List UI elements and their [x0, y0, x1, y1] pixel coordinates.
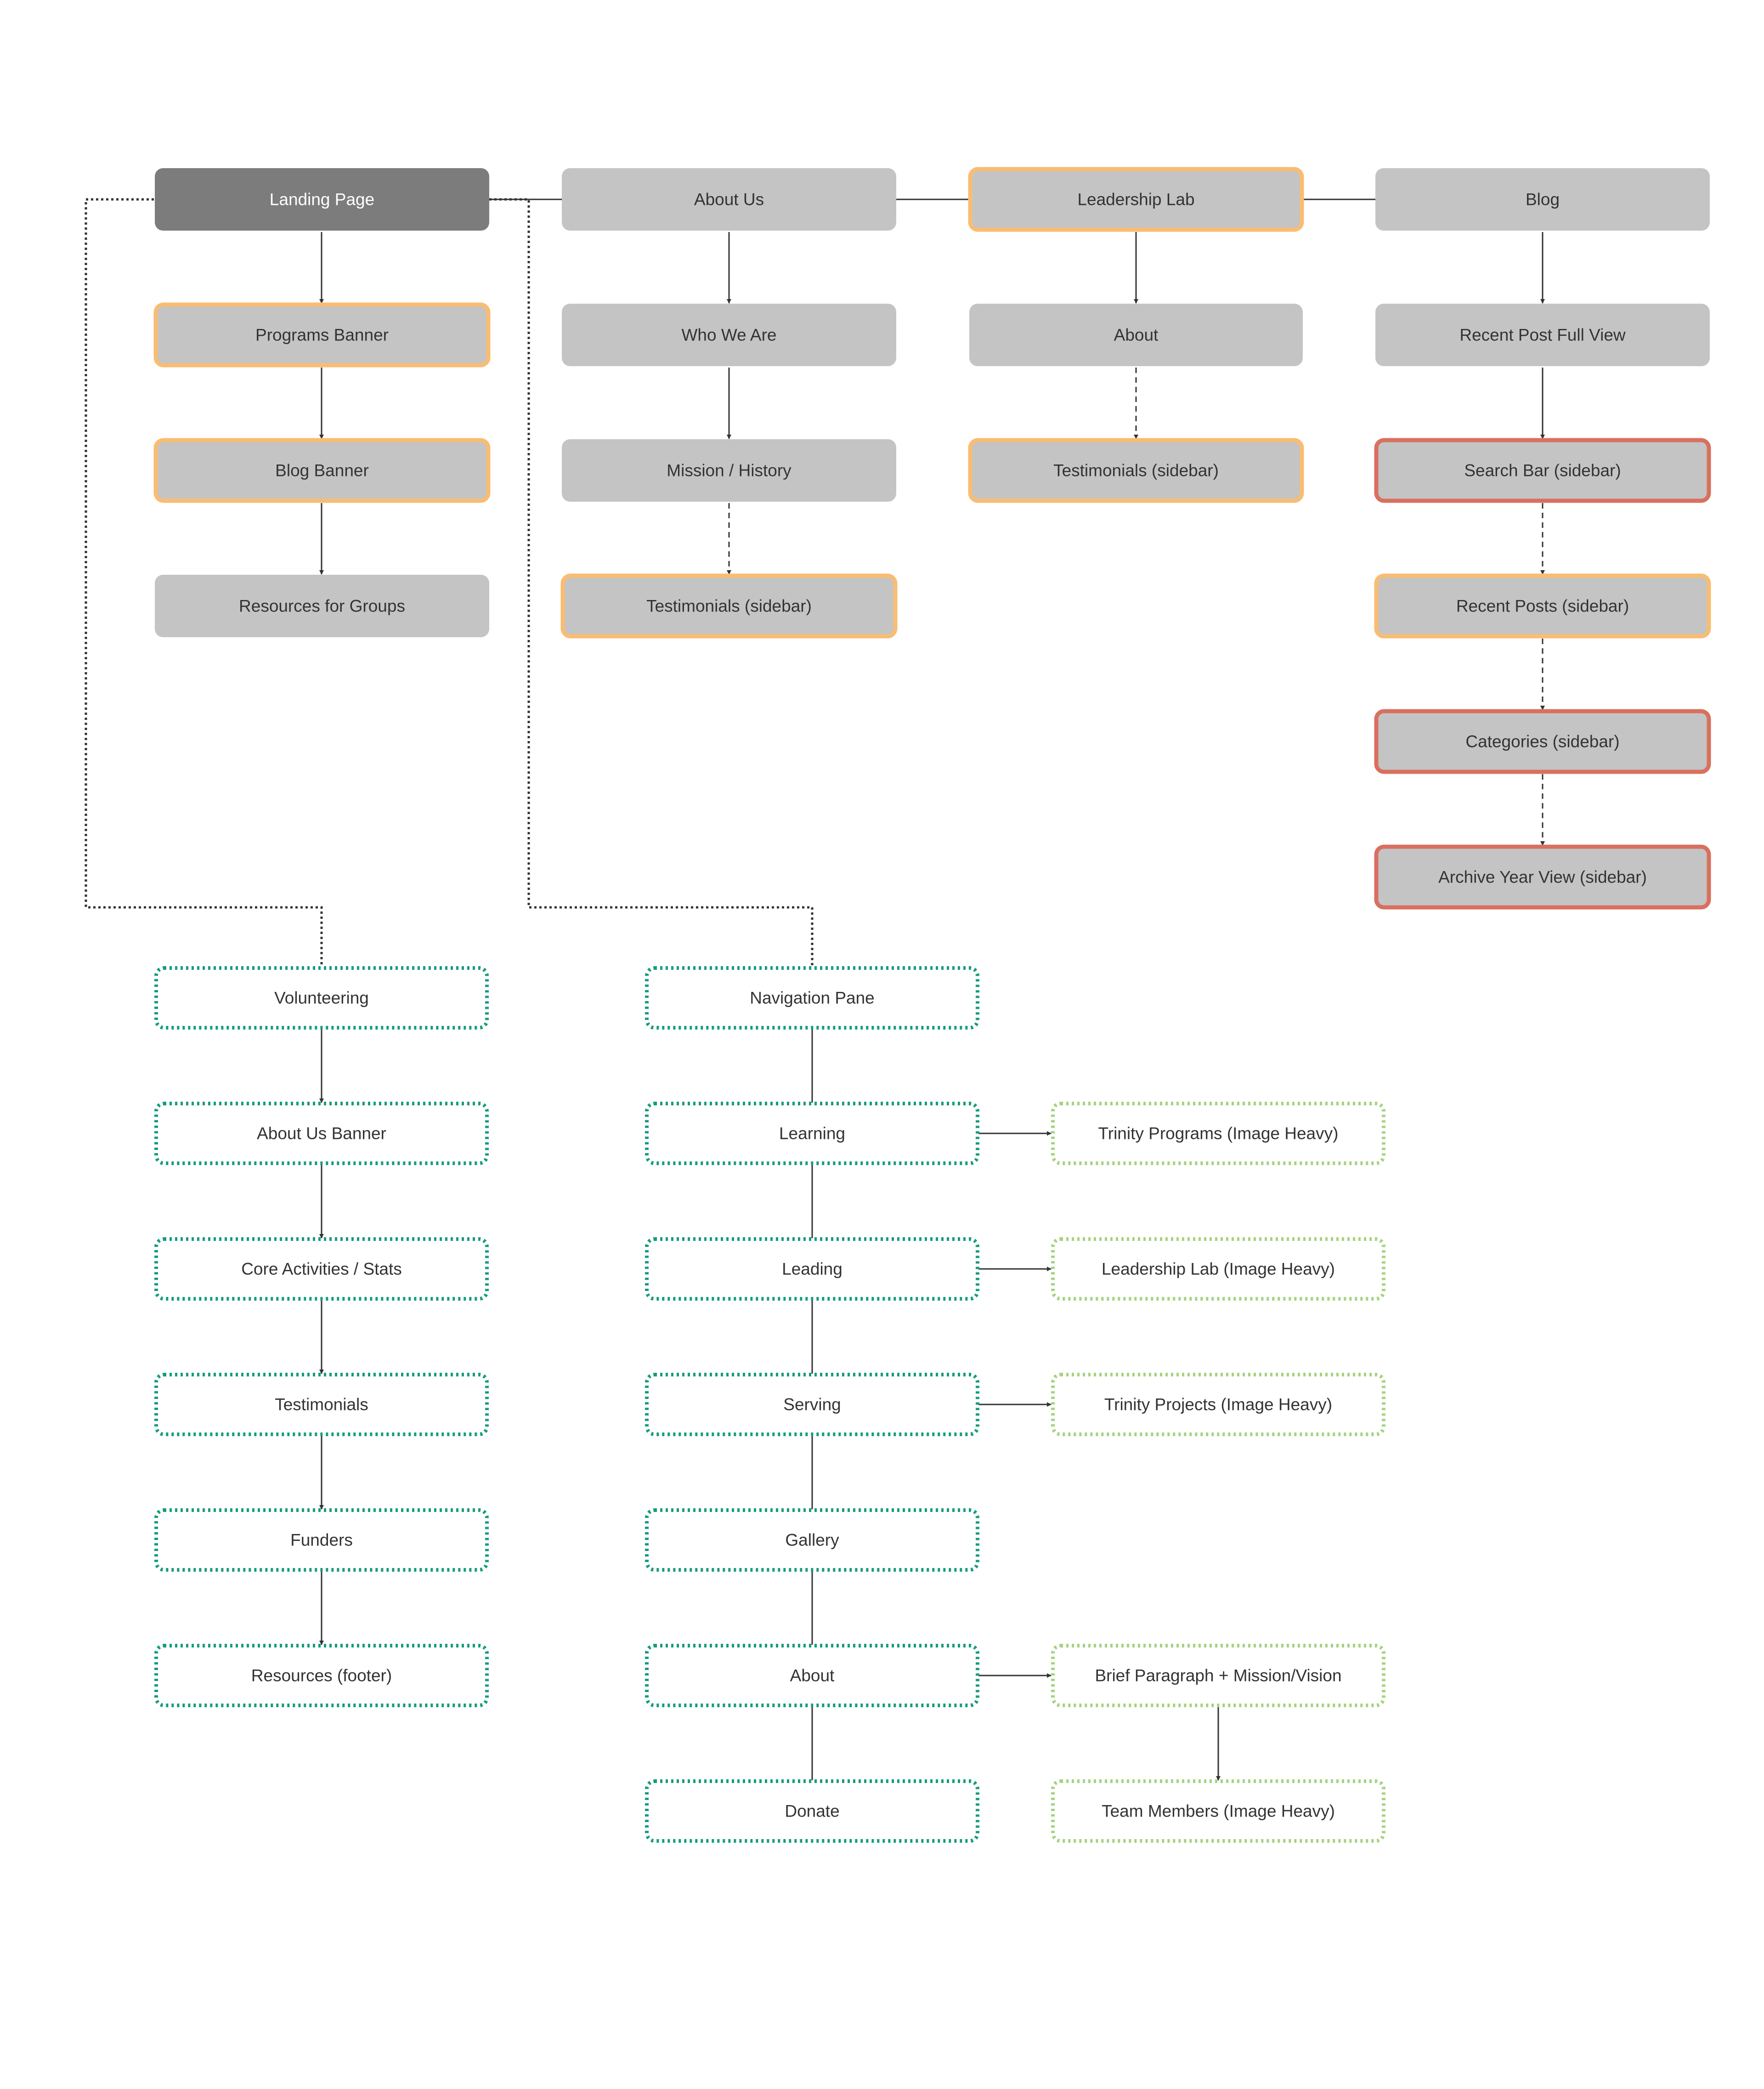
node-blog-label: Blog	[1526, 190, 1560, 209]
node-archive-year-view-sidebar-label: Archive Year View (sidebar)	[1438, 868, 1647, 887]
node-about-us-banner-label: About Us Banner	[257, 1124, 386, 1143]
node-donate: Donate	[645, 1779, 979, 1843]
dotted-route-volunteering	[85, 198, 323, 967]
node-serving: Serving	[645, 1373, 979, 1436]
node-search-bar-sidebar: Search Bar (sidebar)	[1374, 438, 1711, 503]
node-leadership-lab-image-heavy-label: Leadership Lab (Image Heavy)	[1102, 1260, 1335, 1279]
node-recent-post-full-view-label: Recent Post Full View	[1459, 326, 1626, 345]
node-resources-footer-label: Resources (footer)	[251, 1666, 392, 1685]
node-categories-sidebar: Categories (sidebar)	[1374, 709, 1711, 774]
node-learning: Learning	[645, 1102, 979, 1165]
node-blog-banner-label: Blog Banner	[275, 461, 369, 480]
node-funders-label: Funders	[290, 1531, 353, 1550]
node-team-members: Team Members (Image Heavy)	[1051, 1779, 1385, 1843]
node-leading: Leading	[645, 1237, 979, 1301]
node-about-us-testimonials-label: Testimonials (sidebar)	[646, 597, 812, 616]
node-testimonials-label: Testimonials	[275, 1395, 368, 1414]
node-who-we-are-label: Who We Are	[681, 326, 776, 345]
node-leadership-lab: Leadership Lab	[968, 167, 1304, 232]
node-leadership-testimonials-label: Testimonials (sidebar)	[1053, 461, 1219, 480]
node-nav-about-label: About	[790, 1666, 835, 1685]
node-resources-for-groups-label: Resources for Groups	[239, 597, 405, 616]
node-brief-paragraph: Brief Paragraph + Mission/Vision	[1051, 1644, 1385, 1707]
node-trinity-projects: Trinity Projects (Image Heavy)	[1051, 1373, 1385, 1436]
node-gallery-label: Gallery	[785, 1531, 839, 1550]
dotted-route-navigation	[489, 198, 814, 967]
node-about-us-testimonials: Testimonials (sidebar)	[560, 573, 898, 639]
node-leadership-lab-label: Leadership Lab	[1077, 190, 1194, 209]
node-leadership-about: About	[969, 304, 1303, 366]
node-testimonials: Testimonials	[154, 1373, 489, 1436]
node-blog-banner: Blog Banner	[153, 438, 491, 503]
node-programs-banner: Programs Banner	[153, 302, 491, 368]
node-volunteering-label: Volunteering	[274, 989, 369, 1008]
node-trinity-programs-label: Trinity Programs (Image Heavy)	[1098, 1124, 1339, 1143]
node-gallery: Gallery	[645, 1508, 979, 1572]
node-leadership-testimonials: Testimonials (sidebar)	[968, 438, 1304, 503]
connectors	[85, 198, 1545, 1781]
node-search-bar-sidebar-label: Search Bar (sidebar)	[1464, 461, 1621, 480]
node-programs-banner-label: Programs Banner	[255, 326, 389, 345]
node-trinity-programs: Trinity Programs (Image Heavy)	[1051, 1102, 1385, 1165]
node-core-activities-stats-label: Core Activities / Stats	[241, 1260, 402, 1279]
node-mission-history: Mission / History	[562, 439, 896, 502]
node-core-activities-stats: Core Activities / Stats	[154, 1237, 489, 1301]
node-funders: Funders	[154, 1508, 489, 1572]
node-mission-history-label: Mission / History	[667, 461, 792, 480]
node-navigation-pane-label: Navigation Pane	[750, 989, 875, 1008]
node-leadership-lab-image-heavy: Leadership Lab (Image Heavy)	[1051, 1237, 1385, 1301]
node-archive-year-view-sidebar: Archive Year View (sidebar)	[1374, 844, 1711, 910]
node-brief-paragraph-label: Brief Paragraph + Mission/Vision	[1095, 1666, 1341, 1685]
node-about-us-label: About Us	[694, 190, 764, 209]
node-landing-page-label: Landing Page	[270, 190, 374, 209]
node-team-members-label: Team Members (Image Heavy)	[1102, 1802, 1335, 1821]
node-donate-label: Donate	[785, 1802, 839, 1821]
node-categories-sidebar-label: Categories (sidebar)	[1465, 732, 1619, 751]
node-serving-label: Serving	[783, 1395, 841, 1414]
node-volunteering: Volunteering	[154, 966, 489, 1030]
node-navigation-pane: Navigation Pane	[645, 966, 979, 1030]
node-blog: Blog	[1375, 168, 1710, 231]
node-recent-posts-sidebar: Recent Posts (sidebar)	[1374, 573, 1711, 639]
node-about-us-banner: About Us Banner	[154, 1102, 489, 1165]
node-landing-page: Landing Page	[155, 168, 489, 231]
node-about-us: About Us	[562, 168, 896, 231]
node-learning-label: Learning	[779, 1124, 845, 1143]
node-resources-footer: Resources (footer)	[154, 1644, 489, 1707]
node-resources-for-groups: Resources for Groups	[155, 575, 489, 637]
node-leading-label: Leading	[782, 1260, 842, 1279]
node-leadership-about-label: About	[1114, 326, 1159, 345]
node-who-we-are: Who We Are	[562, 304, 896, 366]
node-trinity-projects-label: Trinity Projects (Image Heavy)	[1104, 1395, 1332, 1414]
node-recent-posts-sidebar-label: Recent Posts (sidebar)	[1456, 597, 1629, 616]
node-recent-post-full-view: Recent Post Full View	[1375, 304, 1710, 366]
node-nav-about: About	[645, 1644, 979, 1707]
